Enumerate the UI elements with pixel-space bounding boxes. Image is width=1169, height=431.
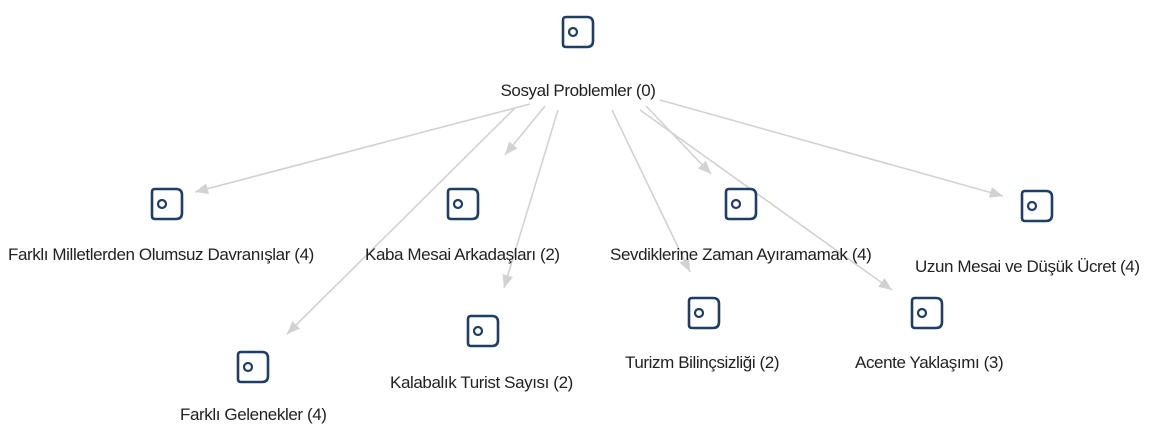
code-document-icon [1020, 189, 1054, 223]
arrowhead [988, 187, 1003, 198]
code-document-icon [561, 15, 595, 49]
arrowhead [502, 273, 514, 288]
code-document-icon [466, 314, 500, 348]
edge-turizm-bilincsizligi [611, 109, 691, 273]
node-sevdiklerine-zaman[interactable]: Sevdiklerine Zaman Ayıramamak (4) [610, 187, 872, 264]
arrowhead [698, 160, 711, 174]
node-label: Sevdiklerine Zaman Ayıramamak (4) [610, 245, 871, 264]
node-label: Uzun Mesai ve Düşük Ücret (4) [915, 257, 1140, 276]
edge-kaba-mesai [504, 105, 546, 156]
node-acente-yaklasimi[interactable]: Acente Yaklaşımı (3) [855, 296, 1004, 372]
arrowhead [287, 320, 301, 334]
code-document-icon [910, 296, 944, 330]
node-farkli-gelenekler[interactable]: Farklı Gelenekler (4) [180, 350, 327, 424]
node-label: Kalabalık Turist Sayısı (2) [390, 373, 573, 392]
node-sosyal-problemler[interactable]: Sosyal Problemler (0) [500, 15, 656, 100]
node-kalabalik-turist[interactable]: Kalabalık Turist Sayısı (2) [390, 314, 573, 392]
node-label: Kaba Mesai Arkadaşları (2) [365, 245, 560, 264]
arrowhead [679, 257, 690, 272]
arrowhead [878, 277, 892, 290]
node-uzun-mesai[interactable]: Uzun Mesai ve Düşük Ücret (4) [915, 189, 1140, 276]
edge-sevdiklerine-zaman [645, 105, 712, 175]
node-label: Farklı Milletlerden Olumsuz Davranışlar … [8, 245, 314, 264]
code-document-icon [687, 296, 721, 330]
node-label: Turizm Bilinçsizliği (2) [625, 353, 779, 372]
edge-farkli-milletlerden [194, 103, 531, 195]
nodes: Sosyal Problemler (0) Farklı Milletlerden… [8, 15, 1140, 424]
edge-acente-yaklasimi [639, 109, 893, 291]
node-label: Acente Yaklaşımı (3) [855, 353, 1003, 372]
edges [194, 99, 1004, 335]
node-label: Sosyal Problemler (0) [500, 81, 655, 100]
edge-farkli-gelenekler [286, 107, 516, 335]
node-turizm-bilincsizligi[interactable]: Turizm Bilinçsizliği (2) [625, 296, 780, 372]
code-document-icon [446, 187, 480, 221]
code-document-icon [150, 187, 184, 221]
node-farkli-milletlerden[interactable]: Farklı Milletlerden Olumsuz Davranışlar … [8, 187, 314, 264]
edge-kalabalik-turist [502, 109, 559, 289]
arrowhead [195, 183, 209, 195]
code-document-icon [724, 187, 758, 221]
edge-uzun-mesai [659, 99, 1004, 198]
code-document-icon [236, 350, 270, 384]
node-label: Farklı Gelenekler (4) [180, 405, 327, 424]
arrowhead [505, 141, 518, 155]
node-kaba-mesai[interactable]: Kaba Mesai Arkadaşları (2) [365, 187, 560, 264]
